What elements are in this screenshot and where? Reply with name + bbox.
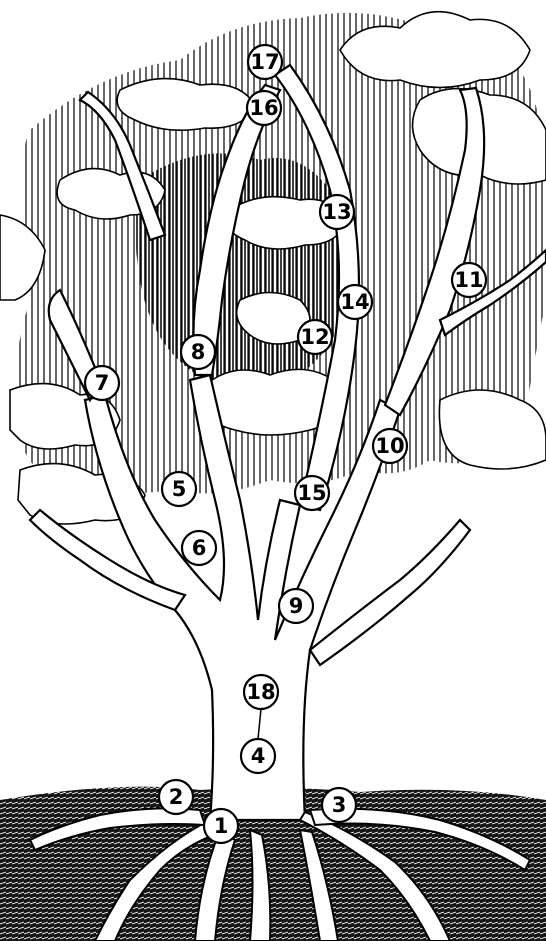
callout-label: 10 <box>375 434 404 458</box>
callout-16: 16 <box>247 91 281 125</box>
callout-5: 5 <box>162 472 196 506</box>
callout-2: 2 <box>159 780 193 814</box>
callout-7: 7 <box>85 366 119 400</box>
callout-label: 17 <box>250 50 279 74</box>
callout-18: 18 <box>244 675 278 709</box>
callout-6: 6 <box>182 531 216 565</box>
callout-label: 8 <box>191 340 206 364</box>
callout-label: 16 <box>249 96 278 120</box>
callout-label: 14 <box>340 290 369 314</box>
callout-label: 9 <box>289 594 304 618</box>
callout-13: 13 <box>320 195 354 229</box>
callout-9: 9 <box>279 589 313 623</box>
callout-10: 10 <box>373 429 407 463</box>
callout-8: 8 <box>181 335 215 369</box>
callout-label: 13 <box>322 200 351 224</box>
callout-11: 11 <box>452 263 486 297</box>
callout-label: 15 <box>297 481 326 505</box>
callout-label: 3 <box>332 793 347 817</box>
callout-label: 11 <box>454 268 483 292</box>
callout-label: 12 <box>300 325 329 349</box>
callout-label: 7 <box>95 371 110 395</box>
callout-15: 15 <box>295 476 329 510</box>
callout-label: 4 <box>251 744 266 768</box>
callout-17: 17 <box>248 45 282 79</box>
callout-12: 12 <box>298 320 332 354</box>
callout-14: 14 <box>338 285 372 319</box>
callout-label: 1 <box>214 814 229 838</box>
callout-label: 6 <box>192 536 207 560</box>
callout-label: 5 <box>172 477 187 501</box>
callout-label: 18 <box>246 680 275 704</box>
callout-3: 3 <box>322 788 356 822</box>
callout-1: 1 <box>204 809 238 843</box>
callout-label: 2 <box>169 785 184 809</box>
callout-4: 4 <box>241 739 275 773</box>
